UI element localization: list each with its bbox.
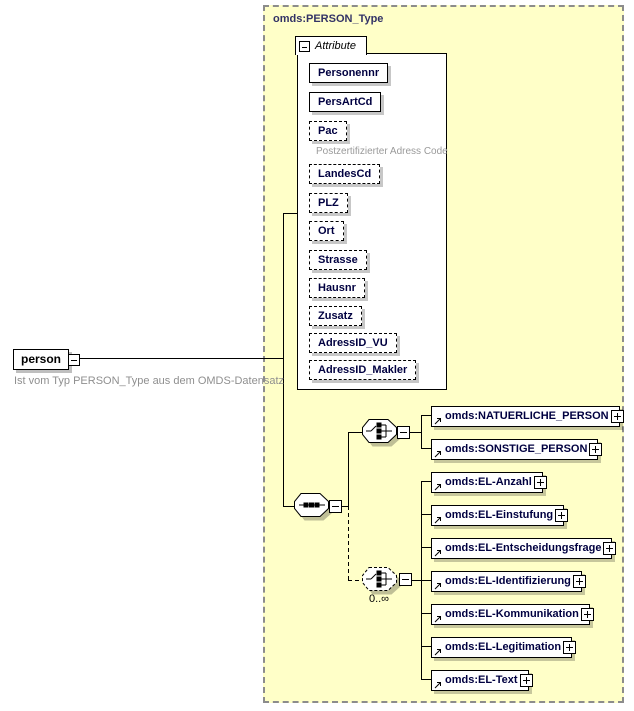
element-el-kommunikation[interactable]: omds:EL-Kommunikation <box>431 604 594 625</box>
reference-arrow-icon <box>434 517 441 524</box>
collapse-toggle-icon[interactable] <box>299 40 310 52</box>
expand-toggle-icon[interactable] <box>563 640 577 654</box>
attribute-pac[interactable]: Pac <box>309 121 347 141</box>
reference-arrow-icon <box>434 649 441 656</box>
expand-toggle-icon[interactable] <box>533 475 547 489</box>
choice-connector-icon[interactable] <box>360 418 402 448</box>
attribute-adressid-makler[interactable]: AdressID_Makler <box>309 360 417 380</box>
root-element-person[interactable]: person <box>13 349 81 370</box>
attribute-ort[interactable]: Ort <box>309 221 344 241</box>
sequence-collapse-toggle-icon[interactable] <box>329 500 342 513</box>
element-el-legitimation[interactable]: omds:EL-Legitimation <box>431 637 577 658</box>
expand-toggle-icon[interactable] <box>555 508 569 522</box>
element-el-entscheidungsfrage[interactable]: omds:EL-Entscheidungsfrage <box>431 538 617 559</box>
element-el-identifizierung[interactable]: omds:EL-Identifizierung <box>431 571 586 592</box>
collapse-toggle-icon[interactable] <box>68 353 81 366</box>
root-annotation: Ist vom Typ PERSON_Type aus dem OMDS-Dat… <box>14 375 285 387</box>
attribute-zusatz[interactable]: Zusatz <box>309 306 362 326</box>
expand-toggle-icon[interactable] <box>572 574 586 588</box>
element-el-anzahl[interactable]: omds:EL-Anzahl <box>431 472 547 493</box>
root-element-label: person <box>21 352 62 366</box>
attributes-container: Personennr PersArtCd Pac Postzertifizier… <box>297 53 448 390</box>
expand-toggle-icon[interactable] <box>589 442 603 456</box>
choice-collapse-toggle-icon[interactable] <box>397 426 410 439</box>
attribute-adressid-vu[interactable]: AdressID_VU <box>309 333 397 353</box>
element-sonstige-person[interactable]: omds:SONSTIGE_PERSON <box>431 439 603 460</box>
reference-arrow-icon <box>434 616 441 623</box>
reference-arrow-icon <box>434 484 441 491</box>
expand-toggle-icon[interactable] <box>610 409 624 423</box>
attribute-landescd[interactable]: LandesCd <box>309 164 381 184</box>
attribute-personennr[interactable]: Personennr <box>309 63 389 83</box>
element-el-einstufung[interactable]: omds:EL-Einstufung <box>431 505 569 526</box>
element-el-text[interactable]: omds:EL-Text <box>431 670 533 691</box>
reference-arrow-icon <box>434 451 441 458</box>
sequence-connector-icon[interactable] <box>292 492 334 522</box>
reference-arrow-icon <box>434 550 441 557</box>
attribute-persartcd[interactable]: PersArtCd <box>309 92 382 112</box>
element-natuerliche-person[interactable]: omds:NATUERLICHE_PERSON <box>431 406 624 427</box>
reference-arrow-icon <box>434 418 441 425</box>
complex-type-label: omds:PERSON_Type <box>273 13 384 25</box>
reference-arrow-icon <box>434 682 441 689</box>
choice-collapse-toggle-icon[interactable] <box>399 573 412 586</box>
expand-toggle-icon[interactable] <box>580 607 594 621</box>
expand-toggle-icon[interactable] <box>603 541 617 555</box>
reference-arrow-icon <box>434 583 441 590</box>
attributes-header[interactable]: Attribute <box>295 36 367 55</box>
attributes-header-label: Attribute <box>315 40 356 52</box>
occurrence-label: 0..∞ <box>368 593 390 605</box>
attribute-hausnr[interactable]: Hausnr <box>309 278 365 298</box>
choice-connector-optional-icon[interactable] <box>360 566 402 596</box>
expand-toggle-icon[interactable] <box>519 673 533 687</box>
attribute-plz[interactable]: PLZ <box>309 193 348 213</box>
attribute-strasse[interactable]: Strasse <box>309 250 367 270</box>
attribute-pac-note: Postzertifizierter Adress Code <box>316 146 448 157</box>
